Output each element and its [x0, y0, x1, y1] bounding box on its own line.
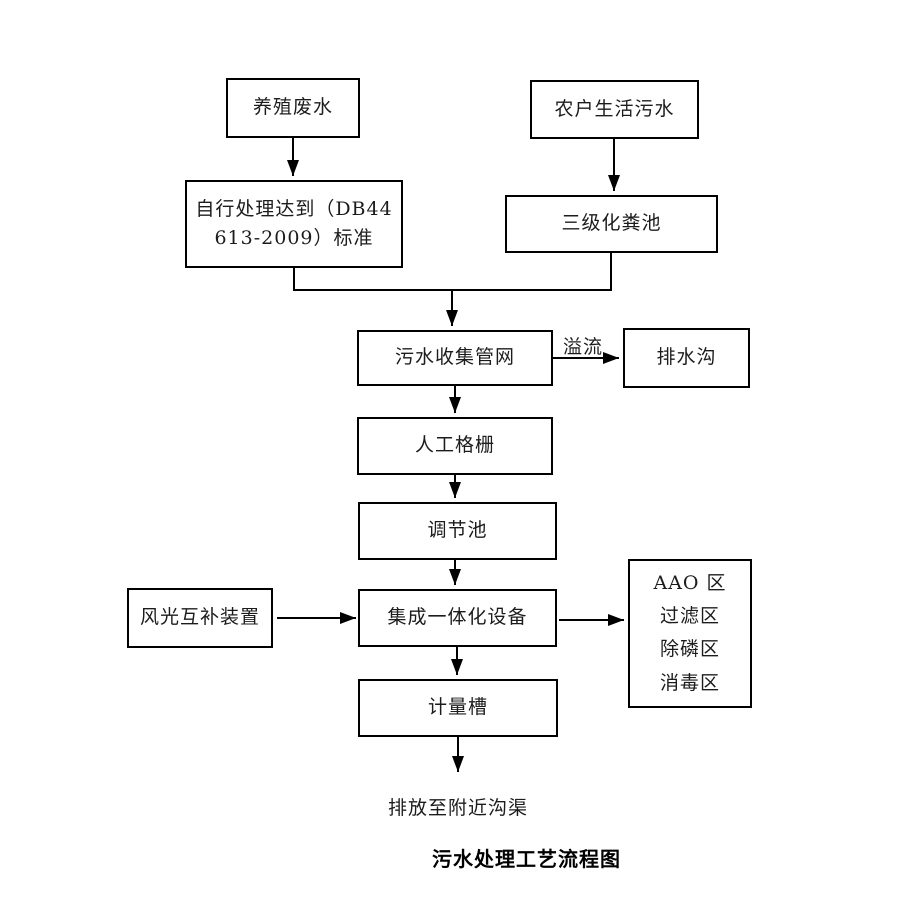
node-label: 人工格栅 [414, 434, 495, 457]
node-label: 集成一体化设备 [387, 606, 528, 629]
node-label: 风光互补装置 [139, 606, 260, 629]
node-label: 排水沟 [656, 346, 717, 369]
zone-disinfection-label: 消毒区 [659, 671, 720, 694]
node-household-sewage: 农户生活污水 [530, 80, 699, 139]
node-drainage-ditch: 排水沟 [623, 328, 750, 388]
node-integrated-equipment: 集成一体化设备 [358, 589, 557, 647]
zone-aao-label: AAO 区 [653, 571, 727, 594]
node-treatment-zones: AAO 区 过滤区 除磷区 消毒区 [628, 559, 752, 708]
node-label: 农户生活污水 [554, 97, 675, 120]
node-label: 三级化粪池 [561, 212, 662, 235]
node-regulating-tank: 调节池 [358, 502, 557, 560]
zone-phosphorus-label: 除磷区 [659, 638, 720, 661]
node-breeding-wastewater: 养殖废水 [226, 78, 360, 138]
overflow-edge-label: 溢流 [563, 336, 604, 358]
node-label: 养殖废水 [252, 96, 333, 119]
node-label-line2: 613-2009）标准 [214, 227, 374, 249]
node-septic-tank: 三级化粪池 [505, 195, 718, 253]
discharge-note: 排放至附近沟渠 [388, 797, 529, 819]
node-label: 污水收集管网 [394, 346, 515, 369]
node-wind-solar-device: 风光互补装置 [127, 588, 273, 648]
diagram-title: 污水处理工艺流程图 [432, 847, 621, 871]
node-self-treatment-standard: 自行处理达到（DB44 613-2009）标准 [185, 180, 403, 268]
node-label-line1: 自行处理达到（DB44 [195, 197, 393, 220]
node-label: 调节池 [427, 519, 488, 542]
node-measuring-tank: 计量槽 [358, 679, 558, 737]
node-sewage-collection-network: 污水收集管网 [357, 330, 553, 386]
node-manual-grille: 人工格栅 [357, 417, 553, 475]
node-label: 计量槽 [427, 696, 488, 719]
zone-filter-label: 过滤区 [659, 605, 720, 628]
